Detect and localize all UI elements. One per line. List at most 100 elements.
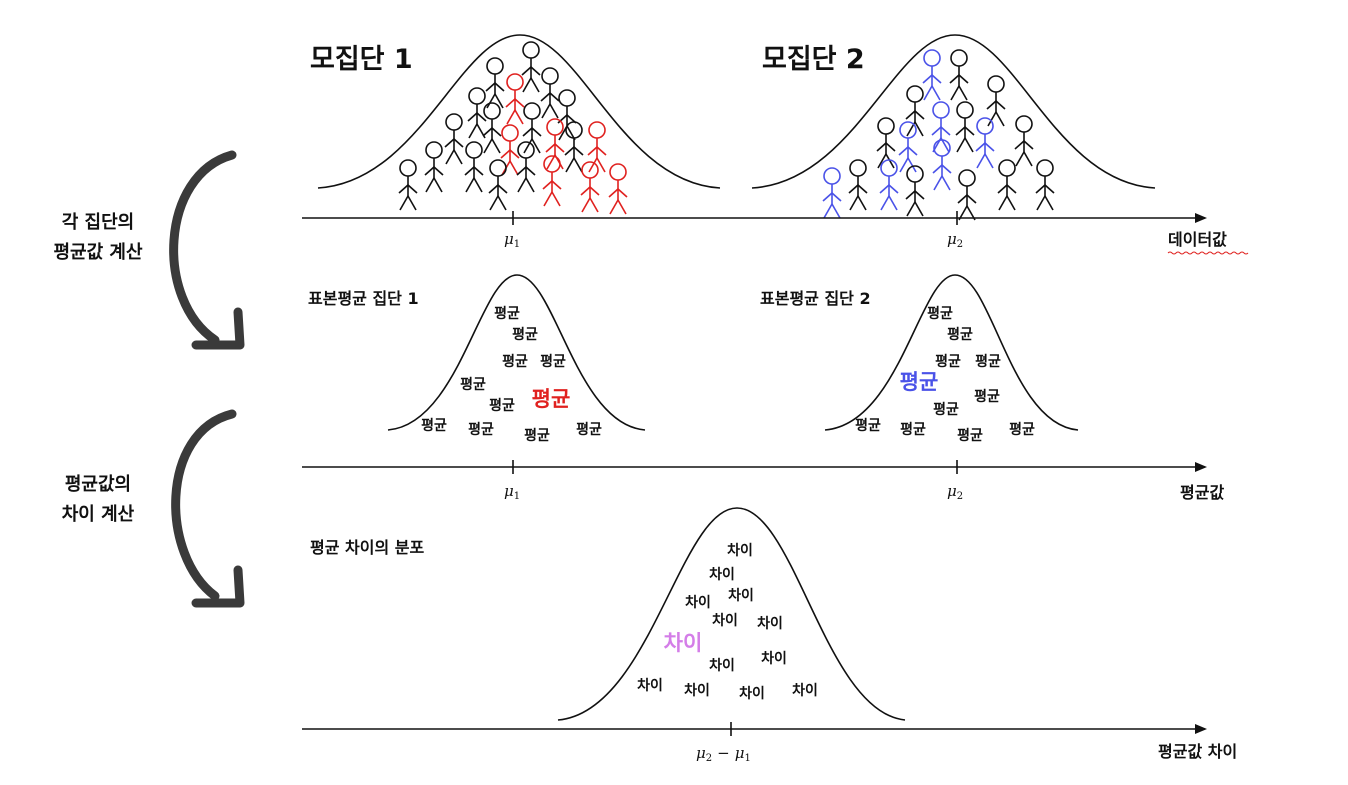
- highlight-mean-1: 평균: [532, 387, 571, 411]
- token-label: 차이: [637, 677, 663, 694]
- token-label: 차이: [709, 566, 735, 583]
- token-label: 차이: [684, 682, 710, 699]
- sample-mean2-curve: [824, 274, 1079, 431]
- person-icon: [467, 87, 487, 139]
- token-label: 평균: [855, 417, 881, 434]
- highlight-difference: 차이: [664, 631, 703, 655]
- token-label: 평균: [974, 388, 1000, 405]
- curved-arrow-1: [169, 150, 237, 345]
- tick-label-mean-mu2: μ2: [947, 482, 963, 502]
- person-icon: [542, 155, 562, 207]
- token-label: 평균: [421, 417, 447, 434]
- token-label: 차이: [728, 587, 754, 604]
- token-label: 평균: [494, 305, 520, 322]
- step1-label: 각 집단의 평균값 계산: [53, 212, 143, 263]
- population1-people: [398, 41, 628, 215]
- person-icon: [1014, 115, 1034, 167]
- token-label: 평균: [975, 353, 1001, 370]
- person-icon: [444, 113, 464, 165]
- curved-arrow-2: [171, 409, 237, 601]
- token-label: 평균: [512, 326, 538, 343]
- person-icon: [398, 159, 418, 211]
- token-label: 평균: [468, 421, 494, 438]
- mean-axis-label: 평균값: [1180, 483, 1224, 502]
- token-label: 평균: [524, 427, 550, 444]
- population1-title: 모집단 1: [310, 44, 413, 75]
- population1-curve: [317, 34, 721, 189]
- tick-label-difference: μ2−μ1: [696, 744, 751, 764]
- difference-distribution-title: 평균 차이의 분포: [310, 538, 424, 557]
- person-icon: [1035, 159, 1055, 211]
- data-axis-label: 데이터값: [1168, 230, 1227, 249]
- population2-curve: [751, 34, 1156, 189]
- step2-label: 평균값의 차이 계산: [62, 474, 135, 525]
- token-label: 평균: [900, 421, 926, 438]
- step1-label-line2: 평균값 계산: [53, 242, 143, 263]
- person-icon: [505, 73, 525, 125]
- token-label: 평균: [1009, 421, 1035, 438]
- token-label: 평균: [947, 326, 973, 343]
- person-icon: [521, 41, 541, 93]
- token-label: 평균: [540, 353, 566, 370]
- person-icon: [424, 141, 444, 193]
- token-label: 평균: [460, 376, 486, 393]
- person-icon: [955, 101, 975, 153]
- highlight-mean-2: 평균: [900, 370, 939, 394]
- tick-label-mu2: μ2: [947, 230, 963, 250]
- step2-label-line2: 차이 계산: [62, 504, 135, 525]
- sample-mean1-curve: [387, 274, 646, 431]
- step1-label-line1: 각 집단의: [62, 212, 135, 233]
- person-icon: [545, 118, 565, 170]
- token-label: 평균: [502, 353, 528, 370]
- person-icon: [488, 159, 508, 211]
- person-icon: [986, 75, 1006, 127]
- token-label: 차이: [685, 594, 711, 611]
- token-label: 평균: [935, 353, 961, 370]
- person-icon: [905, 85, 925, 137]
- person-icon: [587, 121, 607, 173]
- person-icon: [949, 49, 969, 101]
- tick-label-mu1: μ1: [504, 230, 520, 250]
- person-icon: [898, 121, 918, 173]
- token-label: 평균: [933, 401, 959, 418]
- token-label: 평균: [927, 305, 953, 322]
- token-label: 차이: [709, 657, 735, 674]
- token-label: 차이: [727, 542, 753, 559]
- token-label: 차이: [712, 612, 738, 629]
- person-icon: [957, 169, 977, 221]
- person-icon: [485, 57, 505, 109]
- spellcheck-underline: [1167, 251, 1249, 255]
- sample-mean-group1-title: 표본평균 집단 1: [308, 289, 419, 308]
- token-label: 차이: [739, 685, 765, 702]
- person-icon: [997, 159, 1017, 211]
- token-label: 평균: [489, 397, 515, 414]
- sample-mean-group2-title: 표본평균 집단 2: [760, 289, 871, 308]
- person-icon: [822, 167, 842, 219]
- person-icon: [922, 49, 942, 101]
- person-icon: [464, 141, 484, 193]
- token-label: 평균: [957, 427, 983, 444]
- curved-arrow-1-head: [191, 307, 245, 350]
- person-icon: [848, 159, 868, 211]
- tick-label-mean-mu1: μ1: [504, 482, 520, 502]
- person-icon: [540, 67, 560, 119]
- population2-people: [822, 49, 1055, 221]
- panel-populations: 모집단 1 모집단 2 μ1 μ2 데이터값: [302, 34, 1249, 255]
- person-icon: [905, 165, 925, 217]
- population2-title: 모집단 2: [762, 44, 865, 75]
- difference-axis-label: 평균값 차이: [1158, 742, 1237, 761]
- token-label: 차이: [792, 682, 818, 699]
- token-label: 평균: [576, 421, 602, 438]
- person-icon: [564, 121, 584, 173]
- token-label: 차이: [761, 650, 787, 667]
- token-label: 차이: [757, 615, 783, 632]
- step2-label-line1: 평균값의: [65, 474, 131, 495]
- person-icon: [500, 124, 520, 176]
- person-icon: [482, 102, 502, 154]
